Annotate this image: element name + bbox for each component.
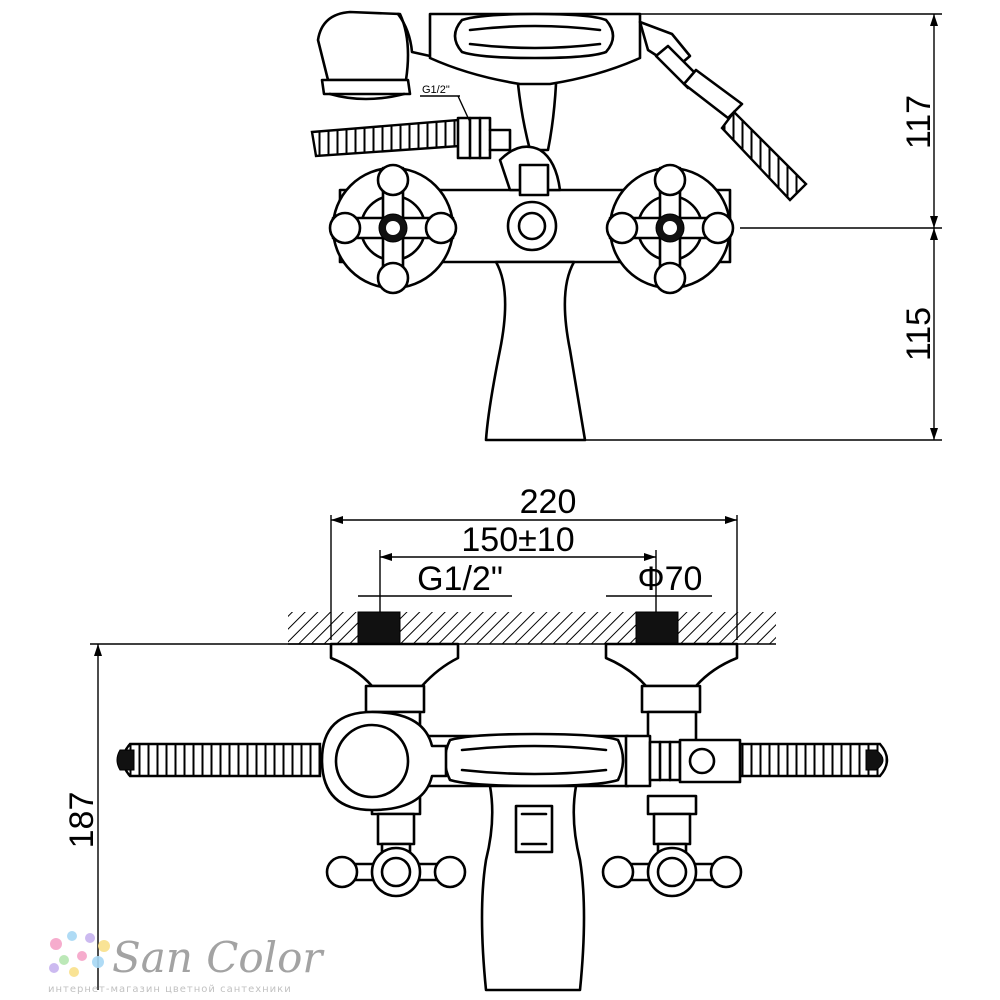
shower-hose-left bbox=[310, 116, 512, 160]
watermark-logo: San Color интернет-магазин цветной санте… bbox=[48, 931, 325, 995]
logo-dot bbox=[67, 931, 77, 941]
dim-thread-size: G1/2" bbox=[417, 560, 503, 598]
height-dimension-lines bbox=[585, 13, 942, 441]
width-dimension-lines bbox=[330, 515, 738, 640]
logo-dot bbox=[77, 951, 87, 961]
left-cross-handle-front bbox=[328, 163, 458, 295]
left-cross-handle-plan bbox=[325, 846, 467, 898]
dim-overall-width: 220 bbox=[520, 483, 577, 521]
logo-dot bbox=[92, 956, 104, 968]
depth-dimension-lines bbox=[90, 643, 340, 990]
watermark-brand: San Color bbox=[112, 933, 325, 982]
logo-dots-icon bbox=[49, 931, 110, 977]
shower-cradle-top bbox=[428, 12, 642, 152]
hose-plan-right bbox=[738, 742, 889, 778]
dim-lower-height: 115 bbox=[900, 307, 938, 361]
logo-dot bbox=[85, 933, 95, 943]
logo-dot bbox=[49, 963, 59, 973]
right-arm-plan bbox=[604, 642, 739, 860]
shower-hose-right bbox=[638, 20, 808, 202]
front-elevation-view: 117 115 G bbox=[310, 10, 942, 442]
logo-dot bbox=[50, 938, 62, 950]
logo-dot bbox=[98, 940, 110, 952]
logo-dot bbox=[59, 955, 69, 965]
logo-dot bbox=[69, 967, 79, 977]
spout-plan bbox=[480, 784, 586, 992]
dim-depth: 187 bbox=[63, 792, 101, 849]
dim-flange-diameter: Φ70 bbox=[638, 560, 703, 598]
mixer-body-plan bbox=[414, 732, 742, 788]
hose-plan-left bbox=[116, 742, 322, 778]
wall-section bbox=[288, 611, 776, 645]
plan-view: 220 150±10 G1/2" Φ70 187 bbox=[63, 483, 889, 992]
dim-upper-height: 117 bbox=[900, 95, 938, 149]
right-cross-handle-front bbox=[605, 163, 735, 295]
shower-holder-ring bbox=[320, 710, 448, 812]
watermark-tagline: интернет-магазин цветной сантехники bbox=[48, 984, 292, 995]
dim-inlet-spacing: 150±10 bbox=[461, 521, 574, 559]
hand-shower-head bbox=[316, 10, 432, 101]
thread-note-top: G1/2" bbox=[422, 84, 450, 96]
right-cross-handle-plan bbox=[601, 846, 743, 898]
